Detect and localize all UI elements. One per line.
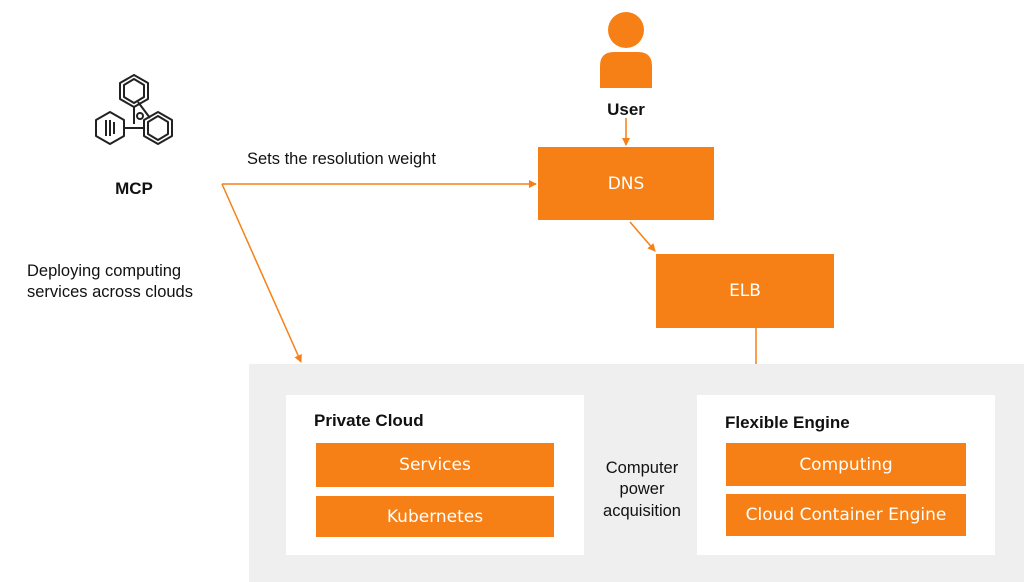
dns-box[interactable]: DNS xyxy=(538,147,714,220)
arrow-dns-to-elb xyxy=(629,221,656,252)
user-icon xyxy=(600,12,652,88)
flexible-engine-title: Flexible Engine xyxy=(725,413,850,432)
acquisition-label-line-1: Computer xyxy=(605,459,679,477)
deploying-label: Deploying computing services across clou… xyxy=(27,261,193,304)
clouds-panel: Private Cloud Services Kubernetes Comput… xyxy=(249,364,1024,582)
private-cloud-card: Private Cloud Services Kubernetes xyxy=(286,395,584,555)
flexible-engine-card: Flexible Engine Computing Cloud Containe… xyxy=(697,395,995,555)
deploying-label-line-2: services across clouds xyxy=(27,283,193,302)
arrow-mcp-to-private-cloud xyxy=(221,183,302,363)
resolution-weight-label: Sets the resolution weight xyxy=(247,150,436,168)
mcp-hexagons-icon xyxy=(95,74,173,145)
cloud-container-engine-bar[interactable]: Cloud Container Engine xyxy=(726,494,966,536)
user-label: User xyxy=(607,100,645,119)
acquisition-label-line-2: power xyxy=(619,480,665,499)
kubernetes-bar[interactable]: Kubernetes xyxy=(316,496,554,537)
elb-box[interactable]: ELB xyxy=(656,254,834,328)
acquisition-label-line-3: acquisition xyxy=(603,501,681,520)
deploying-label-line-1: Deploying computing xyxy=(27,262,182,280)
private-cloud-title: Private Cloud xyxy=(314,411,424,430)
computing-bar[interactable]: Computing xyxy=(726,443,966,486)
acquisition-label: Computer power acquisition xyxy=(582,458,702,522)
mcp-label: MCP xyxy=(115,179,153,198)
services-bar[interactable]: Services xyxy=(316,443,554,487)
